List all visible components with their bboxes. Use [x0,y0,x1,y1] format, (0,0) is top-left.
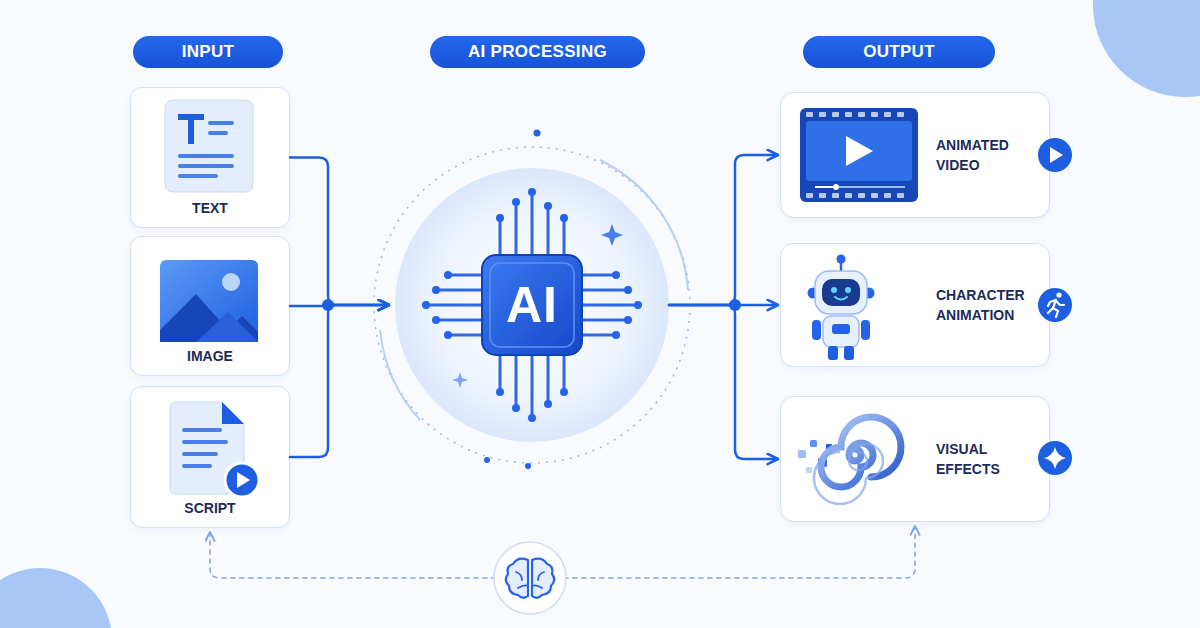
circuit-traces [563,355,566,388]
ai-ring [484,457,490,463]
circuit-traces [452,274,482,277]
circuit-traces [496,214,504,222]
circuit-traces [430,304,482,307]
circuit-traces [499,355,502,388]
node-label: CHARACTER ANIMATION [936,285,1040,325]
circuit-traces [444,331,452,339]
section-header: AI PROCESSING [430,36,645,68]
node-label: SCRIPT [131,500,289,516]
node-label: ANIMATED VIDEO [936,135,1040,175]
flow-connector [290,305,389,457]
circuit-traces [515,355,518,404]
ai-ring [374,130,690,470]
output-box: ANIMATED VIDEO [780,92,1050,218]
circuit-traces [560,214,568,222]
ai-ring [534,130,541,137]
ai-ring [600,160,688,290]
node-label: IMAGE [131,348,289,364]
section-header: OUTPUT [803,36,995,68]
circuit-traces [624,316,632,324]
circuit-traces [582,289,624,292]
output-box: CHARACTER ANIMATION [780,243,1050,367]
node-label: INPUT [182,42,235,62]
ai-ring [525,463,531,469]
node-label: AI PROCESSING [468,42,607,62]
circuit-traces [531,196,534,255]
circuit-traces [531,355,534,414]
input-box: SCRIPT [130,386,290,528]
section-header: INPUT [133,36,283,68]
circuit-traces [432,286,440,294]
circuit-traces [582,274,612,277]
circuit-traces [582,319,624,322]
corner-circle [0,568,112,628]
badge-play [1050,147,1063,163]
circuit-traces [422,188,642,422]
badge-runner [1048,300,1064,317]
junction-dots [729,299,741,311]
circuit-traces [624,286,632,294]
flow-connector [669,304,778,307]
brain-icon [494,542,566,614]
brain-icon [494,542,566,614]
ai-core: AI [395,168,669,442]
junction-dots [322,299,334,311]
circuit-traces [612,331,620,339]
circuit-traces [444,271,452,279]
node-label: AI [506,276,558,334]
circuit-traces [452,334,482,337]
node-label: TEXT [131,200,289,216]
circuit-traces [547,355,550,400]
brain-icon [506,559,528,598]
circuit-traces [496,388,504,396]
circuit-traces [440,289,482,292]
flow-connector [290,305,389,306]
circuit-traces [612,271,620,279]
ai-ring [601,224,623,246]
ai-ring [380,330,420,420]
circuit-traces [634,301,642,309]
corner-circle [1093,0,1200,97]
flow-connector [669,155,778,305]
circuit-traces [512,198,520,206]
circuit-traces [547,210,550,255]
circuit-traces [422,301,430,309]
flow-connector [669,305,778,459]
ai-ring [452,372,468,388]
circuit-traces [582,334,612,337]
brain-icon [516,572,544,588]
circuit-traces [512,404,520,412]
circuit-traces [582,304,634,307]
circuit-traces [563,222,566,255]
ai-ring [374,147,690,463]
circuit-traces [528,188,536,196]
ai-ring [395,168,669,442]
circuit-traces [432,316,440,324]
circuit-traces [440,319,482,322]
badge-runner [1056,292,1061,297]
input-box: IMAGE [130,236,290,376]
node-label: OUTPUT [863,42,935,62]
circuit-traces [515,206,518,255]
input-box: TEXT [130,87,290,228]
node-label: VISUAL EFFECTS [936,439,1040,479]
circuit-traces [528,414,536,422]
circuit-traces [560,388,568,396]
ai-chip [482,255,582,355]
circuit-traces [544,202,552,210]
brain-icon [532,559,554,598]
output-box: VISUAL EFFECTS [780,396,1050,522]
circuit-traces [544,400,552,408]
ai-chip-inner [490,263,574,347]
feedback-connector [210,526,915,578]
circuit-traces [499,222,502,255]
flow-connector [290,158,389,306]
